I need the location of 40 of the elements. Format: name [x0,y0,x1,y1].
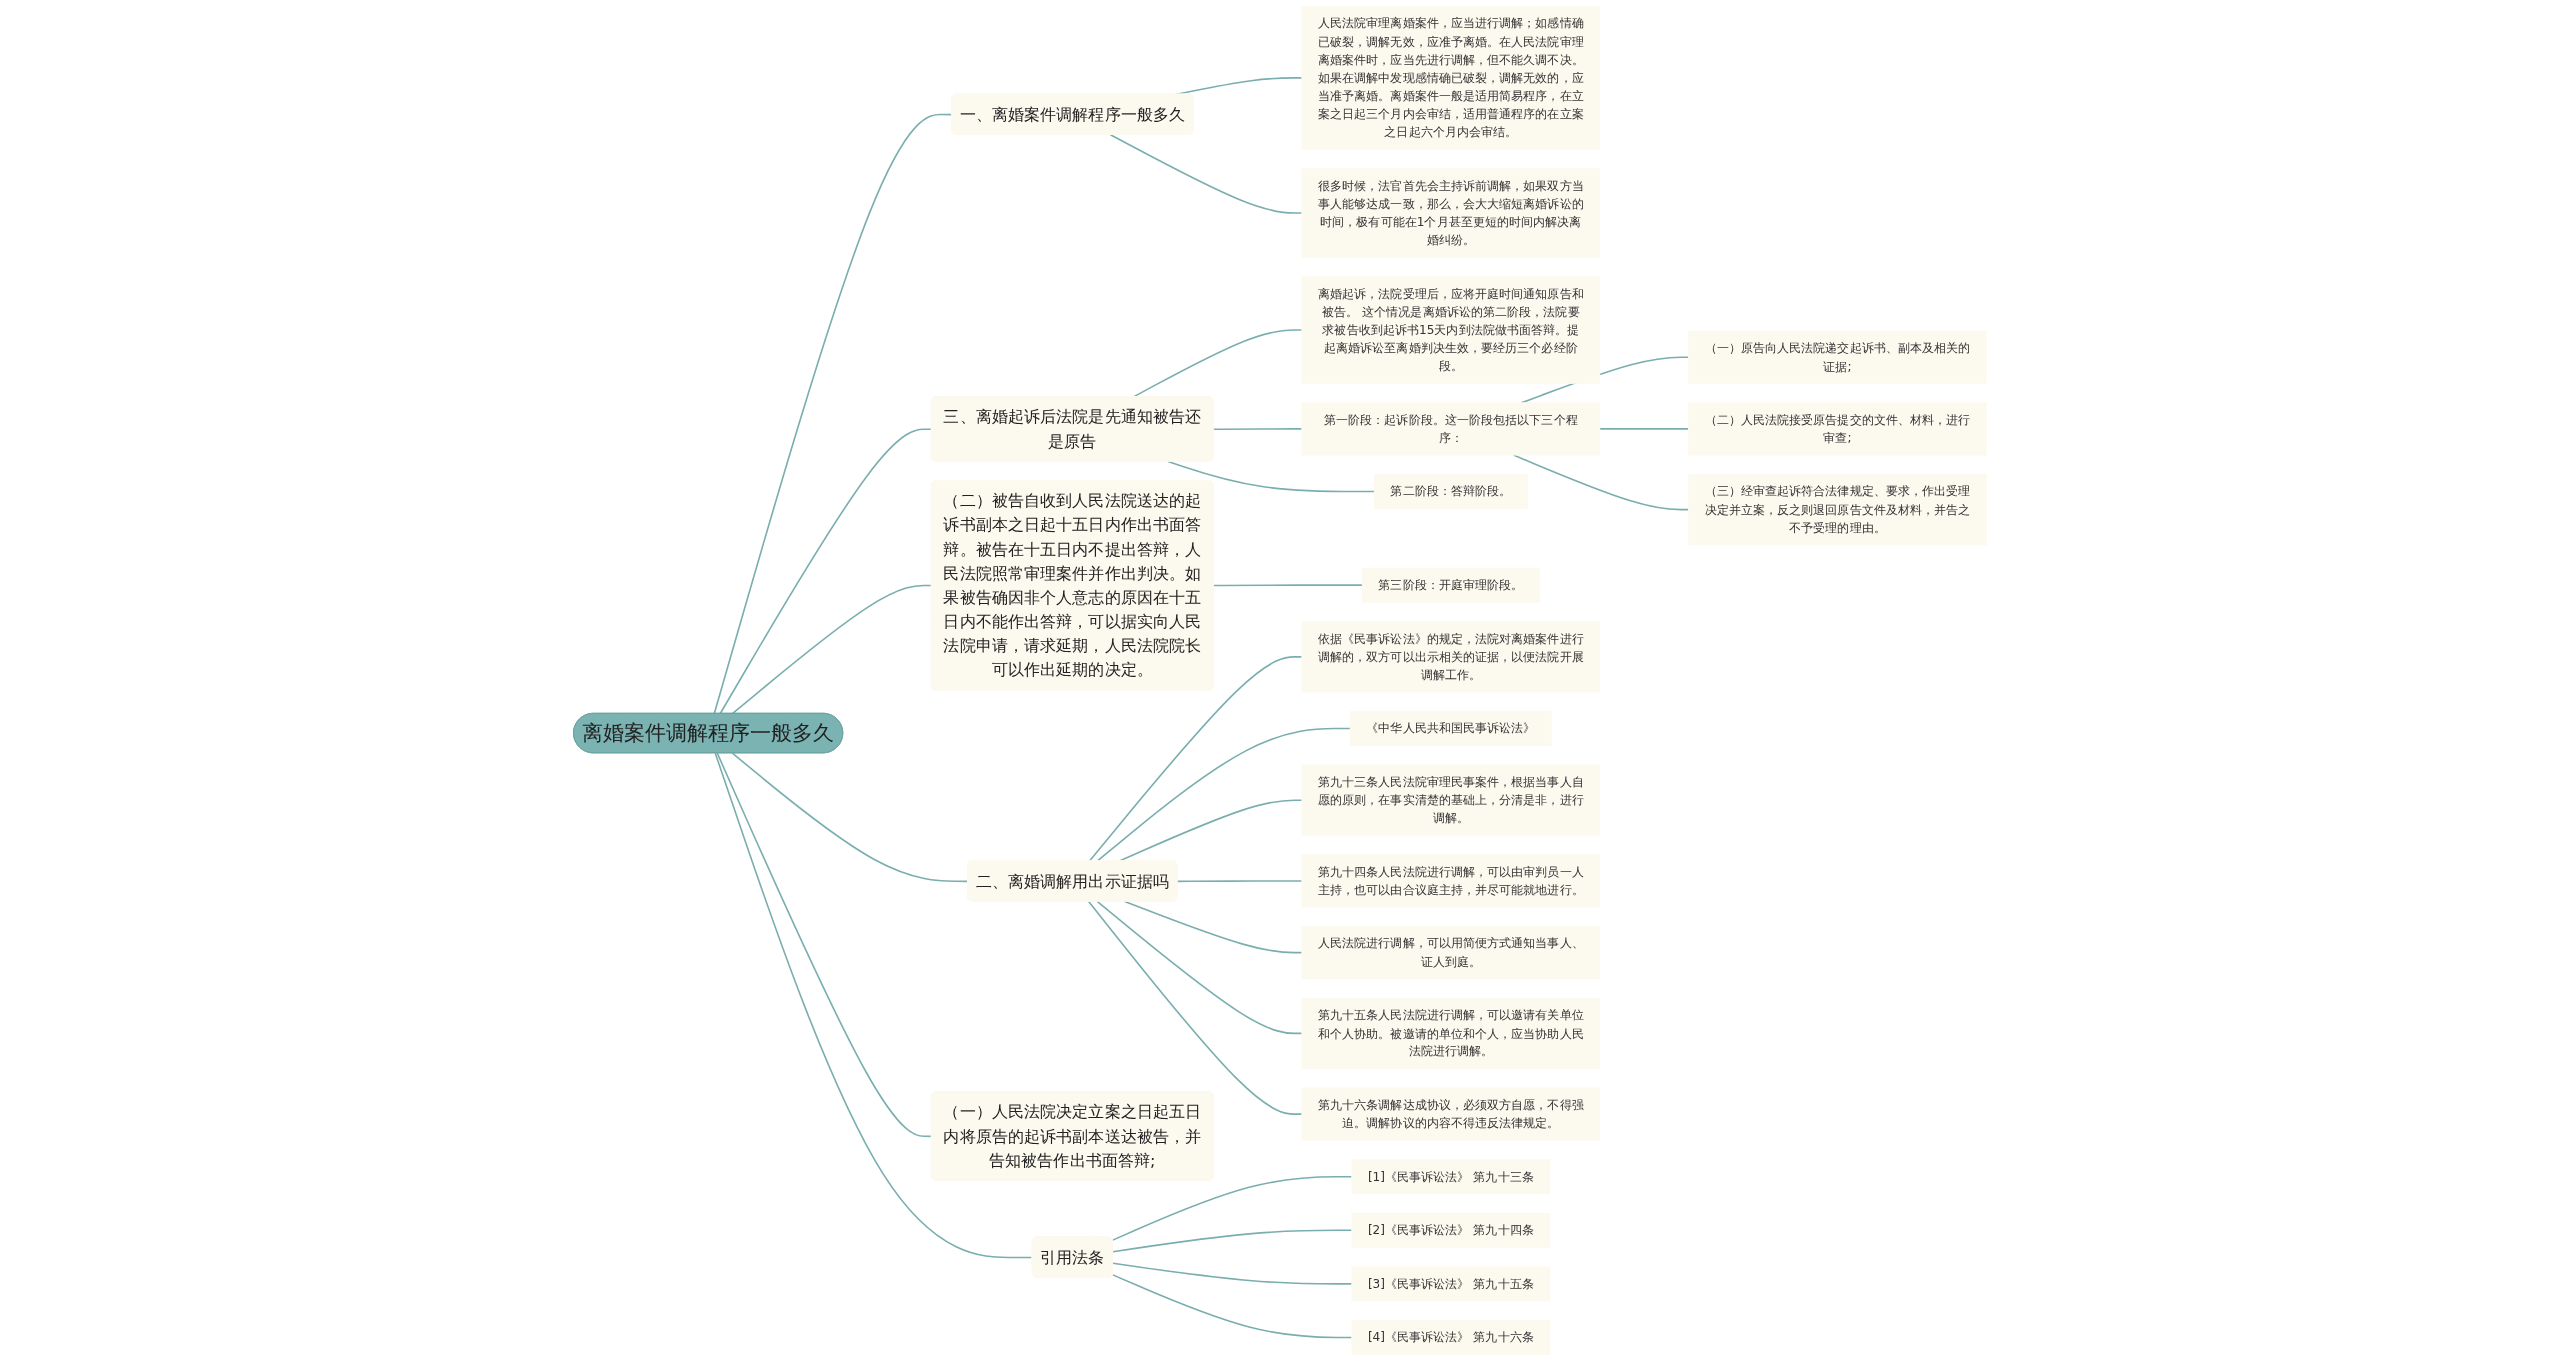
node-box: （三）经审查起诉符合法律规定、要求，作出受理决定并立案，反之则退回原告文件及材料，并告之不予受理的理由。 [1688,474,1987,546]
node-box: 离婚起诉，法院受理后，应将开庭时间通知原告和被告。 这个情况是离婚诉讼的第二阶段，法院要求被告收到起诉书15天内到法院做书面答辩。提起离婚诉讼至离婚判决生效，要经历三个必经阶段。 [1301,276,1601,384]
connector [731,752,969,883]
connector [716,752,933,1138]
node-box: [3]《民事诉讼法》 第九十五条 [1351,1266,1551,1302]
node-box: 人民法院审理离婚案件，应当进行调解；如感情确已破裂，调解无效，应准予离婚。在人民法院审理离婚案件时，应当先进行调解，但不能久调不决。如果在调解中发现感情确已破裂，调解无效的，应当准予离婚。离婚案件一般是适用简易程序，在立案之日起三个月内会审结，适用普通程序的在立案之日起六个月内会审结。 [1301,6,1601,150]
connector [1112,1262,1353,1285]
node-box: 第九十三条人民法院审理民事案件，根据当事人自愿的原则，在事实清楚的基础上，分清是非，进行调解。 [1301,764,1601,836]
node-box: 《中华人民共和国民事诉讼法》 [1349,711,1552,747]
node-box: （一）原告向人民法院递交起诉书、副本及相关的证据; [1688,330,1987,384]
node-box: 第九十四条人民法院进行调解，可以由审判员一人主持，也可以由合议庭主持，并尽可能就地进行。 [1301,854,1601,908]
connector [719,428,933,715]
connector [1096,900,1303,1035]
connector [1111,1175,1353,1241]
node-box: 人民法院进行调解，可以用简便方式通知当事人、证人到庭。 [1301,926,1601,980]
connector [1212,584,1364,587]
connector [731,584,933,715]
connector [1109,133,1303,214]
connector [1123,900,1303,954]
node-box: 第二阶段：答辩阶段。 [1373,474,1528,510]
connector [713,113,953,715]
node-box: 第一阶段：起诉阶段。这一阶段包括以下三个程序： [1301,402,1601,456]
connector [1167,460,1376,493]
connector [1176,880,1303,883]
node-box: 第三阶段：开庭审理阶段。 [1361,567,1540,603]
connector [1132,329,1303,398]
node-box: 第九十六条调解达成协议，必须双方自愿，不得强迫。调解协议的内容不得违反法律规定。 [1301,1087,1601,1141]
connector [1212,428,1303,431]
node-box: [2]《民事诉讼法》 第九十四条 [1351,1212,1551,1248]
node-box: （二）人民法院接受原告提交的文件、材料，进行审查; [1688,402,1987,456]
node-box: 第九十五条人民法院进行调解，可以邀请有关单位和个人协助。被邀请的单位和个人，应当协助人民法院进行调解。 [1301,997,1601,1070]
node-box: 很多时候，法官首先会主持诉前调解，如果双方当事人能够达成一致，那么，会大大缩短离婚诉讼的时间，极有可能在1个月甚至更短的时间内解决离婚纠纷。 [1301,168,1601,258]
node-box: 依据《民事诉讼法》的规定，法院对离婚案件进行调解的，双方可以出示相关的证据，以便法院开展调解工作。 [1301,621,1601,693]
connector [1087,900,1303,1115]
connector [1599,428,1690,430]
node-box: [1]《民事诉讼法》 第九十三条 [1351,1159,1551,1195]
node-box: [4]《民事诉讼法》 第九十六条 [1351,1319,1551,1355]
connector [714,752,1034,1259]
connector [1112,1229,1353,1253]
connector [1111,1274,1353,1339]
